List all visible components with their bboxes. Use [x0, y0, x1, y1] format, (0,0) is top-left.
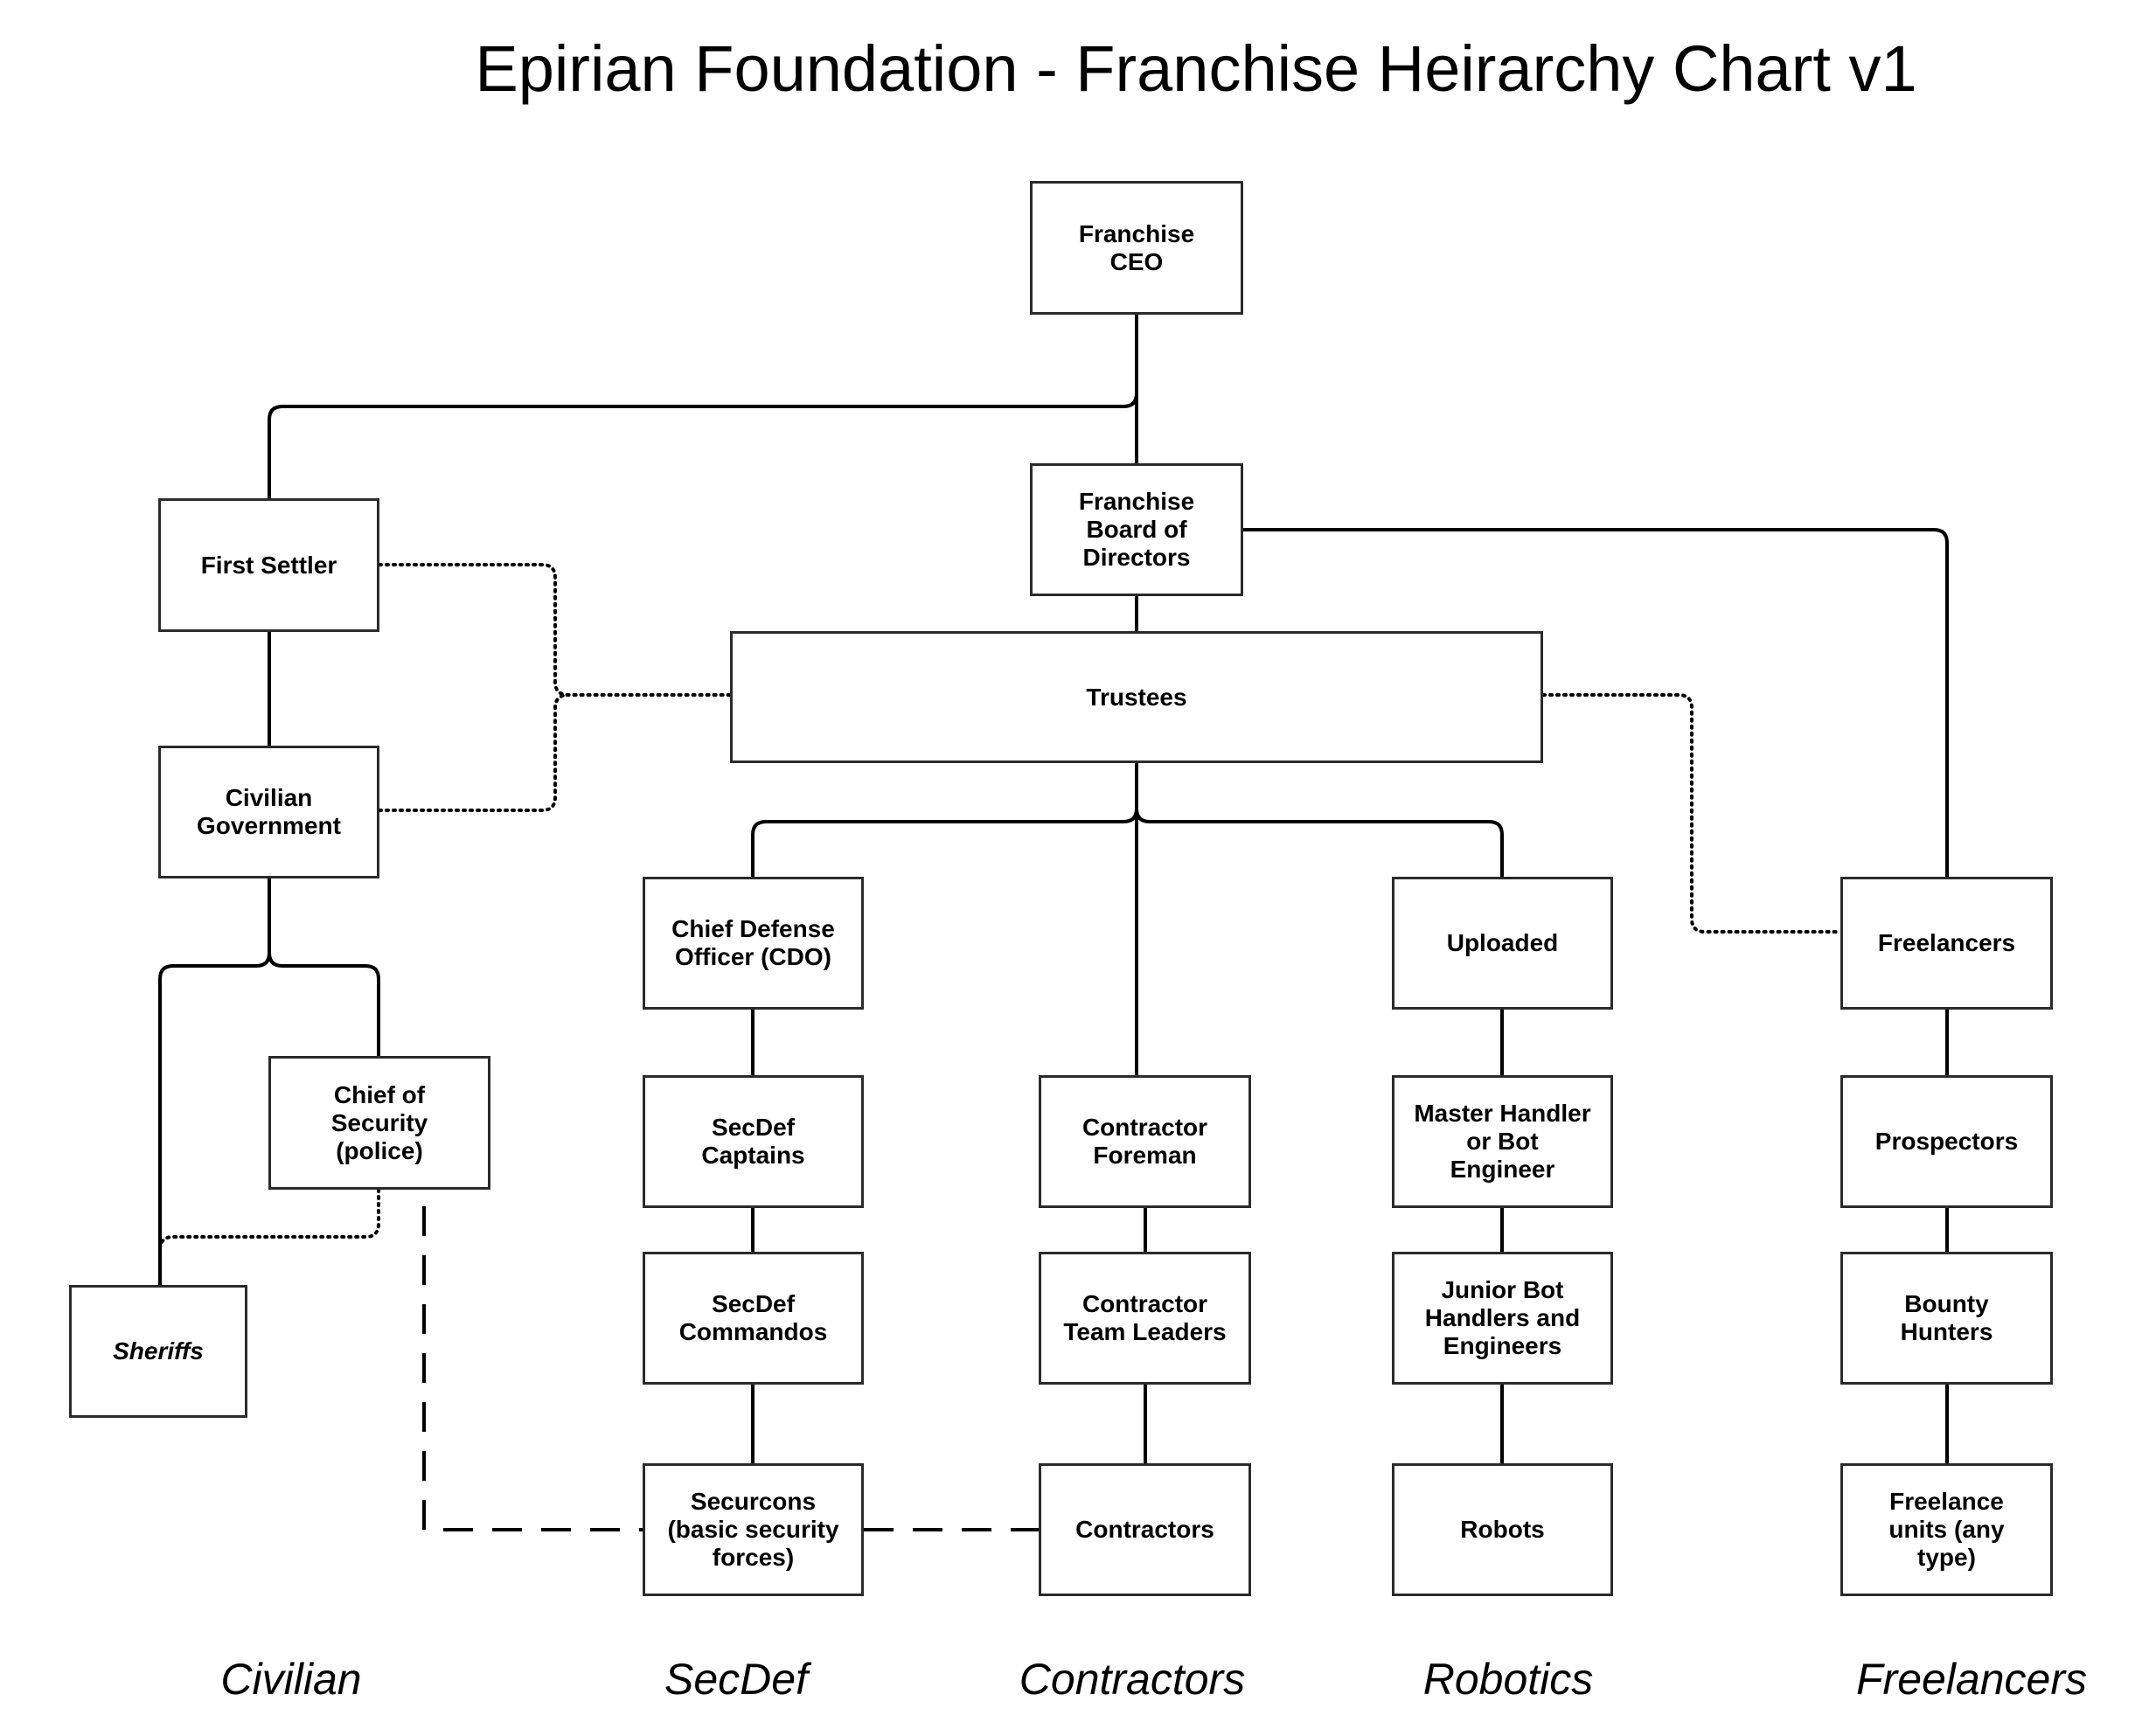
line-government-chief [268, 951, 380, 1058]
node-franchise-ceo: Franchise CEO [1030, 181, 1243, 315]
dotted-trustees-freelancers [1541, 693, 1842, 934]
node-trustees: Trustees [730, 631, 1543, 763]
node-securcons: Securcons (basic security forces) [643, 1463, 864, 1596]
node-contractor-team-leaders: Contractor Team Leaders [1039, 1252, 1251, 1385]
node-franchise-board: Franchise Board of Directors [1030, 463, 1243, 596]
node-chief-of-security: Chief of Security (police) [268, 1056, 490, 1190]
node-bounty-hunters: Bounty Hunters [1840, 1252, 2053, 1385]
node-secdef-commandos: SecDef Commandos [643, 1252, 864, 1385]
node-contractor-foreman: Contractor Foreman [1039, 1075, 1251, 1208]
line-government-branch [158, 877, 271, 1287]
section-label-freelancers: Freelancers [1856, 1655, 2087, 1704]
line-board-freelancers [1241, 528, 1949, 878]
section-label-contractors: Contractors [1019, 1655, 1246, 1704]
node-junior-bot-handlers: Junior Bot Handlers and Engineers [1392, 1252, 1613, 1385]
node-civilian-government: Civilian Government [158, 746, 379, 878]
node-robots: Robots [1392, 1463, 1613, 1596]
node-chief-defense-officer: Chief Defense Officer (CDO) [643, 877, 864, 1010]
node-contractors: Contractors [1039, 1463, 1251, 1596]
line-trustees-cdo [751, 807, 1138, 878]
dotted-chief-sheriffs [158, 1188, 380, 1252]
node-secdef-captains: SecDef Captains [643, 1075, 864, 1208]
node-freelance-units: Freelance units (any type) [1840, 1463, 2053, 1596]
node-master-handler: Master Handler or Bot Engineer [1392, 1075, 1613, 1208]
node-uploaded: Uploaded [1392, 877, 1613, 1010]
node-prospectors: Prospectors [1840, 1075, 2053, 1208]
line-ceo-first-settler [268, 392, 1138, 500]
dotted-government-trustees [378, 693, 570, 812]
node-freelancers: Freelancers [1840, 877, 2053, 1010]
dashed-chief-securcons [422, 1206, 643, 1531]
chart-title: Epirian Foundation - Franchise Heirarchy… [475, 32, 1917, 105]
dotted-settler-trustees [378, 563, 732, 697]
section-label-robotics: Robotics [1422, 1655, 1594, 1704]
node-first-settler: First Settler [158, 498, 379, 632]
node-sheriffs: Sheriffs [69, 1285, 247, 1418]
section-label-secdef: SecDef [664, 1655, 808, 1704]
line-trustees-uploaded [1135, 807, 1504, 878]
section-label-civilian: Civilian [220, 1655, 362, 1704]
